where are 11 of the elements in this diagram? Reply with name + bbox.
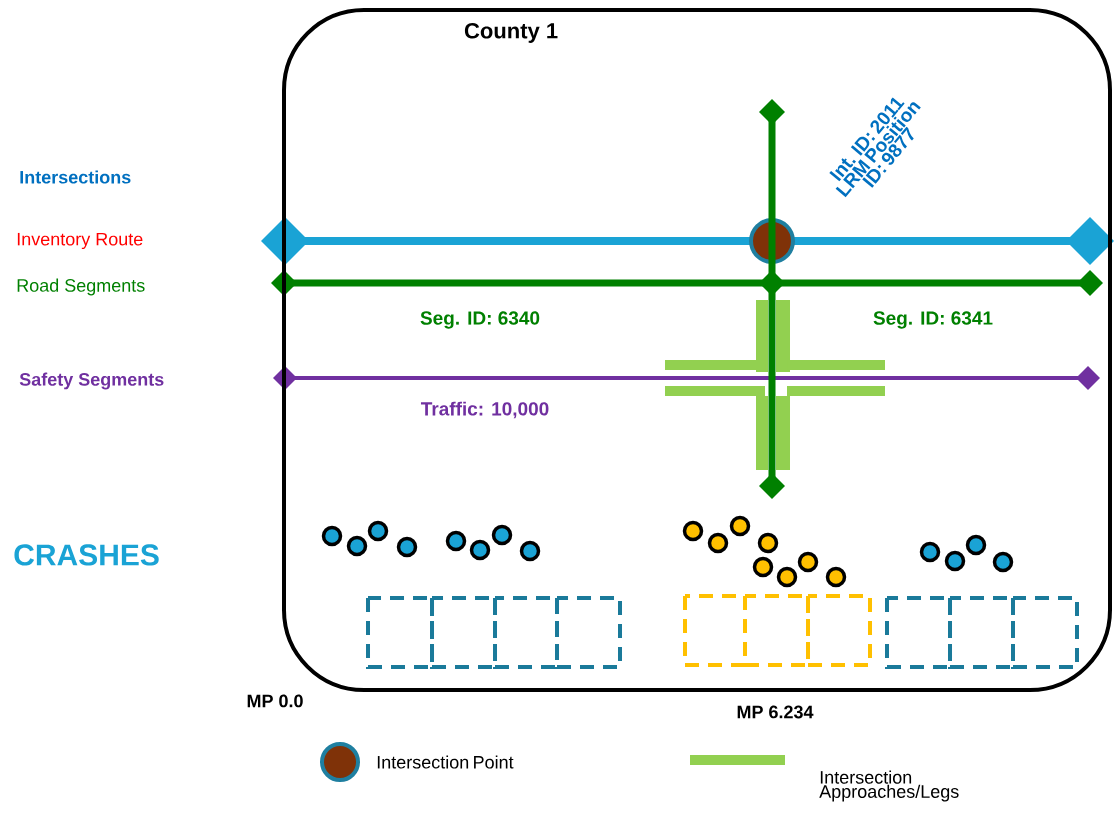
legend-label: Intersection Point: [377, 755, 514, 769]
legend-label: Intersection Approaches/Legs: [819, 770, 959, 802]
category-label: Inventory Route: [17, 232, 143, 250]
category-label: Safety Segments: [19, 372, 164, 390]
segment-id-label: Seg. ID: 6341: [873, 311, 993, 329]
category-label: Intersections: [20, 170, 131, 184]
milepost-label: MP 0.0: [247, 694, 303, 708]
category-label: Road Segments: [17, 278, 145, 296]
segment-id-label: Seg. ID: 6340: [420, 311, 540, 329]
traffic-label: Traffic: 10,000: [421, 401, 549, 419]
crashes-heading: CRASHES: [14, 544, 159, 566]
